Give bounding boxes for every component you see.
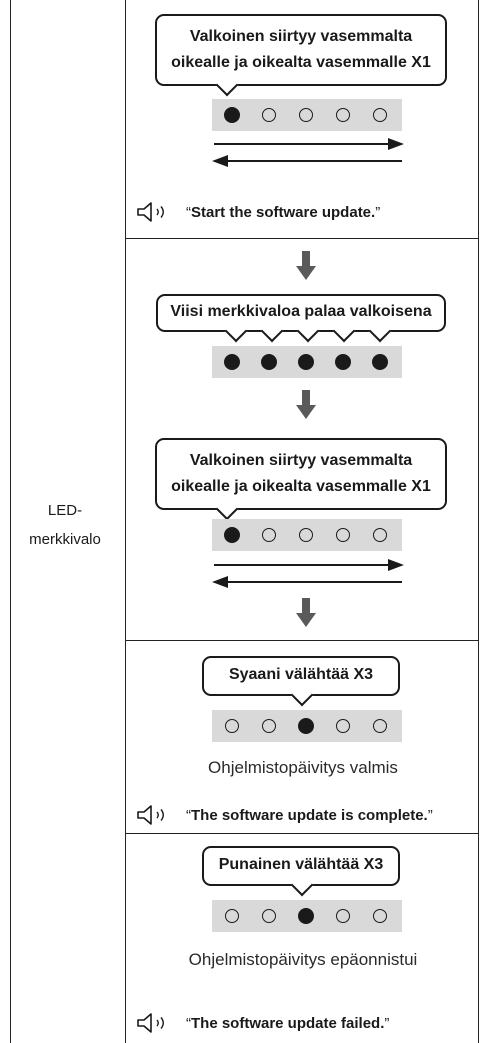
led-strip — [212, 99, 402, 131]
quote-close: ” — [375, 203, 381, 221]
row-divider — [125, 238, 478, 239]
speaker-icon — [137, 202, 164, 222]
led-indicator-lit — [261, 354, 277, 370]
bubble-line: Valkoinen siirtyy vasemmalta — [189, 452, 413, 469]
led-indicator — [225, 719, 239, 733]
led-strip — [212, 519, 402, 551]
led-indicator — [336, 719, 350, 733]
led-indicator-lit — [224, 107, 240, 123]
quote-close: ” — [384, 1014, 390, 1032]
led-pattern-bubble: Valkoinen siirtyy vasemmalta oikealle ja… — [155, 438, 447, 521]
quote-open: “ — [186, 1014, 191, 1032]
led-indicator — [336, 528, 350, 542]
led-indicator — [299, 528, 313, 542]
status-text: Ohjelmistopäivitys valmis — [208, 758, 398, 777]
voice-text: The software update failed. — [191, 1014, 385, 1032]
voice-message: “ The software update is complete. ” — [136, 802, 433, 828]
table-column-divider — [125, 0, 126, 1043]
led-pattern-bubble: Punainen välähtää X3 — [202, 846, 400, 897]
led-indicator-lit — [335, 354, 351, 370]
led-indicator — [262, 719, 276, 733]
led-indicator — [373, 719, 387, 733]
led-pattern-bubble: Viisi merkkivaloa palaa valkoisena — [156, 294, 446, 343]
led-indicator-lit — [372, 354, 388, 370]
status-text: Ohjelmistopäivitys epäonnistui — [188, 950, 418, 969]
left-right-arrows-icon — [212, 559, 404, 588]
voice-text: Start the software update. — [191, 203, 376, 221]
led-indicator — [262, 108, 276, 122]
led-indicator — [225, 909, 239, 923]
voice-message: “ The software update failed. ” — [136, 1010, 389, 1036]
led-indicator — [336, 108, 350, 122]
led-indicator-lit — [298, 354, 314, 370]
bubble-line: Viisi merkkivaloa palaa valkoisena — [170, 303, 432, 320]
led-indicator-lit — [298, 718, 314, 734]
row-divider — [125, 640, 478, 641]
down-arrow-icon — [296, 390, 316, 419]
left-right-arrows-icon — [212, 138, 404, 167]
bubble-line: Syaani välähtää X3 — [228, 666, 374, 683]
led-indicator-lit — [224, 527, 240, 543]
led-indicator — [299, 108, 313, 122]
row-label-line: LED- — [47, 502, 83, 519]
row-label: LED- merkkivalo — [10, 496, 120, 554]
bubble-line: Valkoinen siirtyy vasemmalta — [189, 28, 413, 45]
led-pattern-bubble: Valkoinen siirtyy vasemmalta oikealle ja… — [155, 14, 447, 97]
led-indicator-lit — [224, 354, 240, 370]
led-indicator — [373, 909, 387, 923]
led-indicator — [262, 909, 276, 923]
led-indicator — [262, 528, 276, 542]
led-indicator — [373, 108, 387, 122]
led-strip — [212, 900, 402, 932]
led-strip — [212, 710, 402, 742]
down-arrow-icon — [296, 598, 316, 627]
led-strip — [212, 346, 402, 378]
table-left-border — [10, 0, 11, 1043]
bubble-line: oikealle ja oikealta vasemmalle X1 — [171, 478, 431, 495]
table-right-border — [478, 0, 479, 1043]
speaker-icon — [137, 1013, 164, 1033]
bubble-tail — [215, 497, 239, 521]
quote-close: ” — [427, 806, 433, 824]
down-arrow-icon — [296, 251, 316, 280]
voice-message: “ Start the software update. ” — [136, 199, 380, 225]
led-indicator — [336, 909, 350, 923]
led-pattern-bubble: Syaani välähtää X3 — [202, 656, 400, 707]
row-label-line: merkkivalo — [29, 531, 101, 548]
quote-open: “ — [186, 806, 191, 824]
bubble-line: Punainen välähtää X3 — [218, 856, 384, 873]
speaker-icon — [137, 805, 164, 825]
led-indicator — [373, 528, 387, 542]
bubble-tail — [215, 73, 239, 97]
voice-text: The software update is complete. — [191, 806, 428, 824]
led-indicator-lit — [298, 908, 314, 924]
quote-open: “ — [186, 203, 191, 221]
bubble-line: oikealle ja oikealta vasemmalle X1 — [171, 54, 431, 71]
row-divider — [125, 833, 478, 834]
